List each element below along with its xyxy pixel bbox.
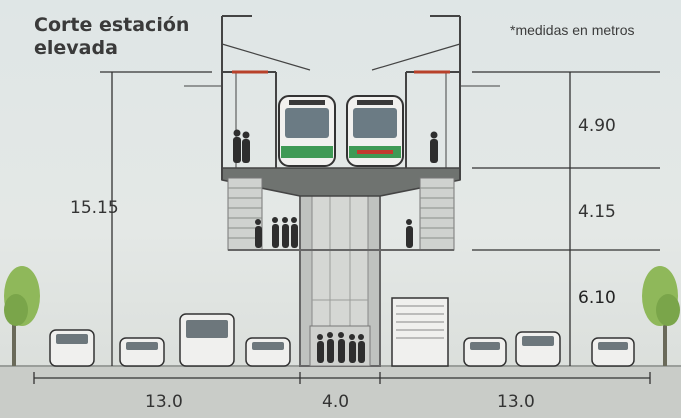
tree-right-icon (642, 266, 680, 366)
people-icon (233, 129, 438, 363)
title-line-2: elevada (34, 37, 118, 59)
width-center-label: 4.0 (322, 392, 350, 412)
height-upper-label: 4.90 (578, 116, 616, 136)
units-note: *medidas en metros (510, 22, 635, 38)
width-dimensions (33, 372, 651, 384)
bus-right-icon (346, 95, 404, 167)
height-lower-label: 6.10 (578, 288, 616, 308)
width-left-road-label: 13.0 (145, 392, 183, 412)
bus-left-icon (278, 95, 336, 167)
stairs-right (419, 177, 455, 251)
title-line-1: Corte estación (34, 14, 190, 36)
ground (0, 366, 681, 418)
station-frame (184, 15, 500, 180)
height-dimensions (100, 71, 660, 366)
height-middle-label: 4.15 (578, 202, 616, 222)
height-total-label: 15.15 (70, 198, 119, 218)
van-icon (179, 313, 235, 367)
truck-icon (391, 297, 449, 367)
width-right-road-label: 13.0 (497, 392, 535, 412)
tree-left-icon (4, 266, 40, 366)
diagram-title: Corte estación elevada (34, 14, 189, 60)
